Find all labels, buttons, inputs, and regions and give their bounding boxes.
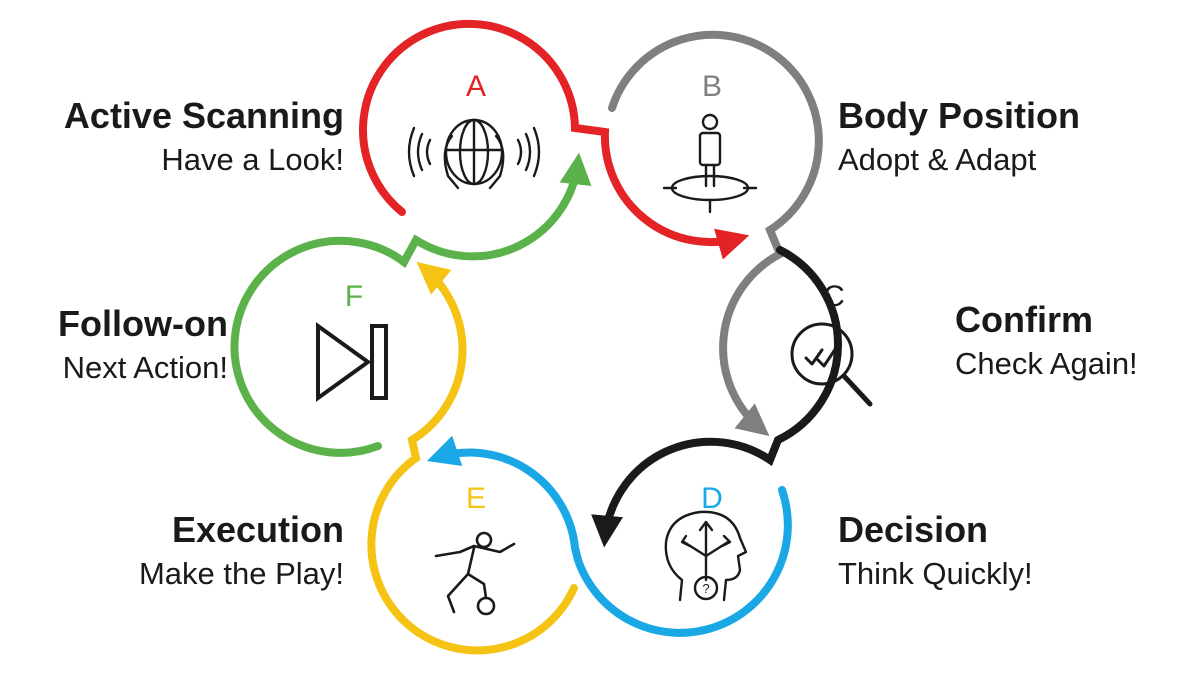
- step-f-subtitle: Next Action!: [62, 350, 228, 385]
- step-f-letter: F: [345, 280, 363, 313]
- step-c-title: Confirm: [955, 299, 1093, 340]
- step-a-title: Active Scanning: [63, 95, 344, 136]
- step-f-title: Follow-on: [58, 303, 228, 344]
- step-a-ring: [359, 19, 750, 260]
- step-d-letter: D: [701, 482, 723, 515]
- step-a-subtitle: Have a Look!: [161, 142, 344, 177]
- head-decision-icon: [664, 510, 748, 602]
- scanning-heads-icon: [407, 118, 541, 190]
- step-b-title: Body Position: [838, 95, 1080, 136]
- step-e-letter: E: [466, 482, 486, 515]
- player-kick-icon: [434, 531, 516, 616]
- step-c-subtitle: Check Again!: [955, 346, 1138, 381]
- step-a-label: Active Scanning Have a Look!: [64, 94, 344, 182]
- next-track-icon: [316, 322, 388, 402]
- step-d-subtitle: Think Quickly!: [838, 556, 1033, 591]
- question-mark: ?: [702, 581, 709, 596]
- step-b-subtitle: Adopt & Adapt: [838, 142, 1037, 177]
- step-f-ring: [230, 152, 592, 457]
- step-e-label: Execution Make the Play!: [139, 508, 344, 596]
- step-b-ring: [608, 30, 823, 437]
- step-c-letter: C: [823, 280, 845, 313]
- step-d-label: Decision Think Quickly!: [838, 508, 1033, 596]
- step-d-title: Decision: [838, 509, 989, 550]
- step-f-label: Follow-on Next Action!: [58, 302, 228, 390]
- magnifier-check-icon: [790, 322, 873, 407]
- step-c-label: Confirm Check Again!: [955, 298, 1138, 386]
- step-e-title: Execution: [171, 509, 344, 550]
- step-b-letter: B: [702, 70, 722, 103]
- step-d-ring: [426, 435, 792, 637]
- step-e-subtitle: Make the Play!: [138, 556, 344, 591]
- step-a-letter: A: [466, 70, 486, 103]
- step-b-label: Body Position Adopt & Adapt: [838, 94, 1080, 182]
- body-position-icon: [662, 113, 758, 214]
- step-e-ring: [367, 261, 578, 655]
- step-c-ring: [591, 246, 842, 548]
